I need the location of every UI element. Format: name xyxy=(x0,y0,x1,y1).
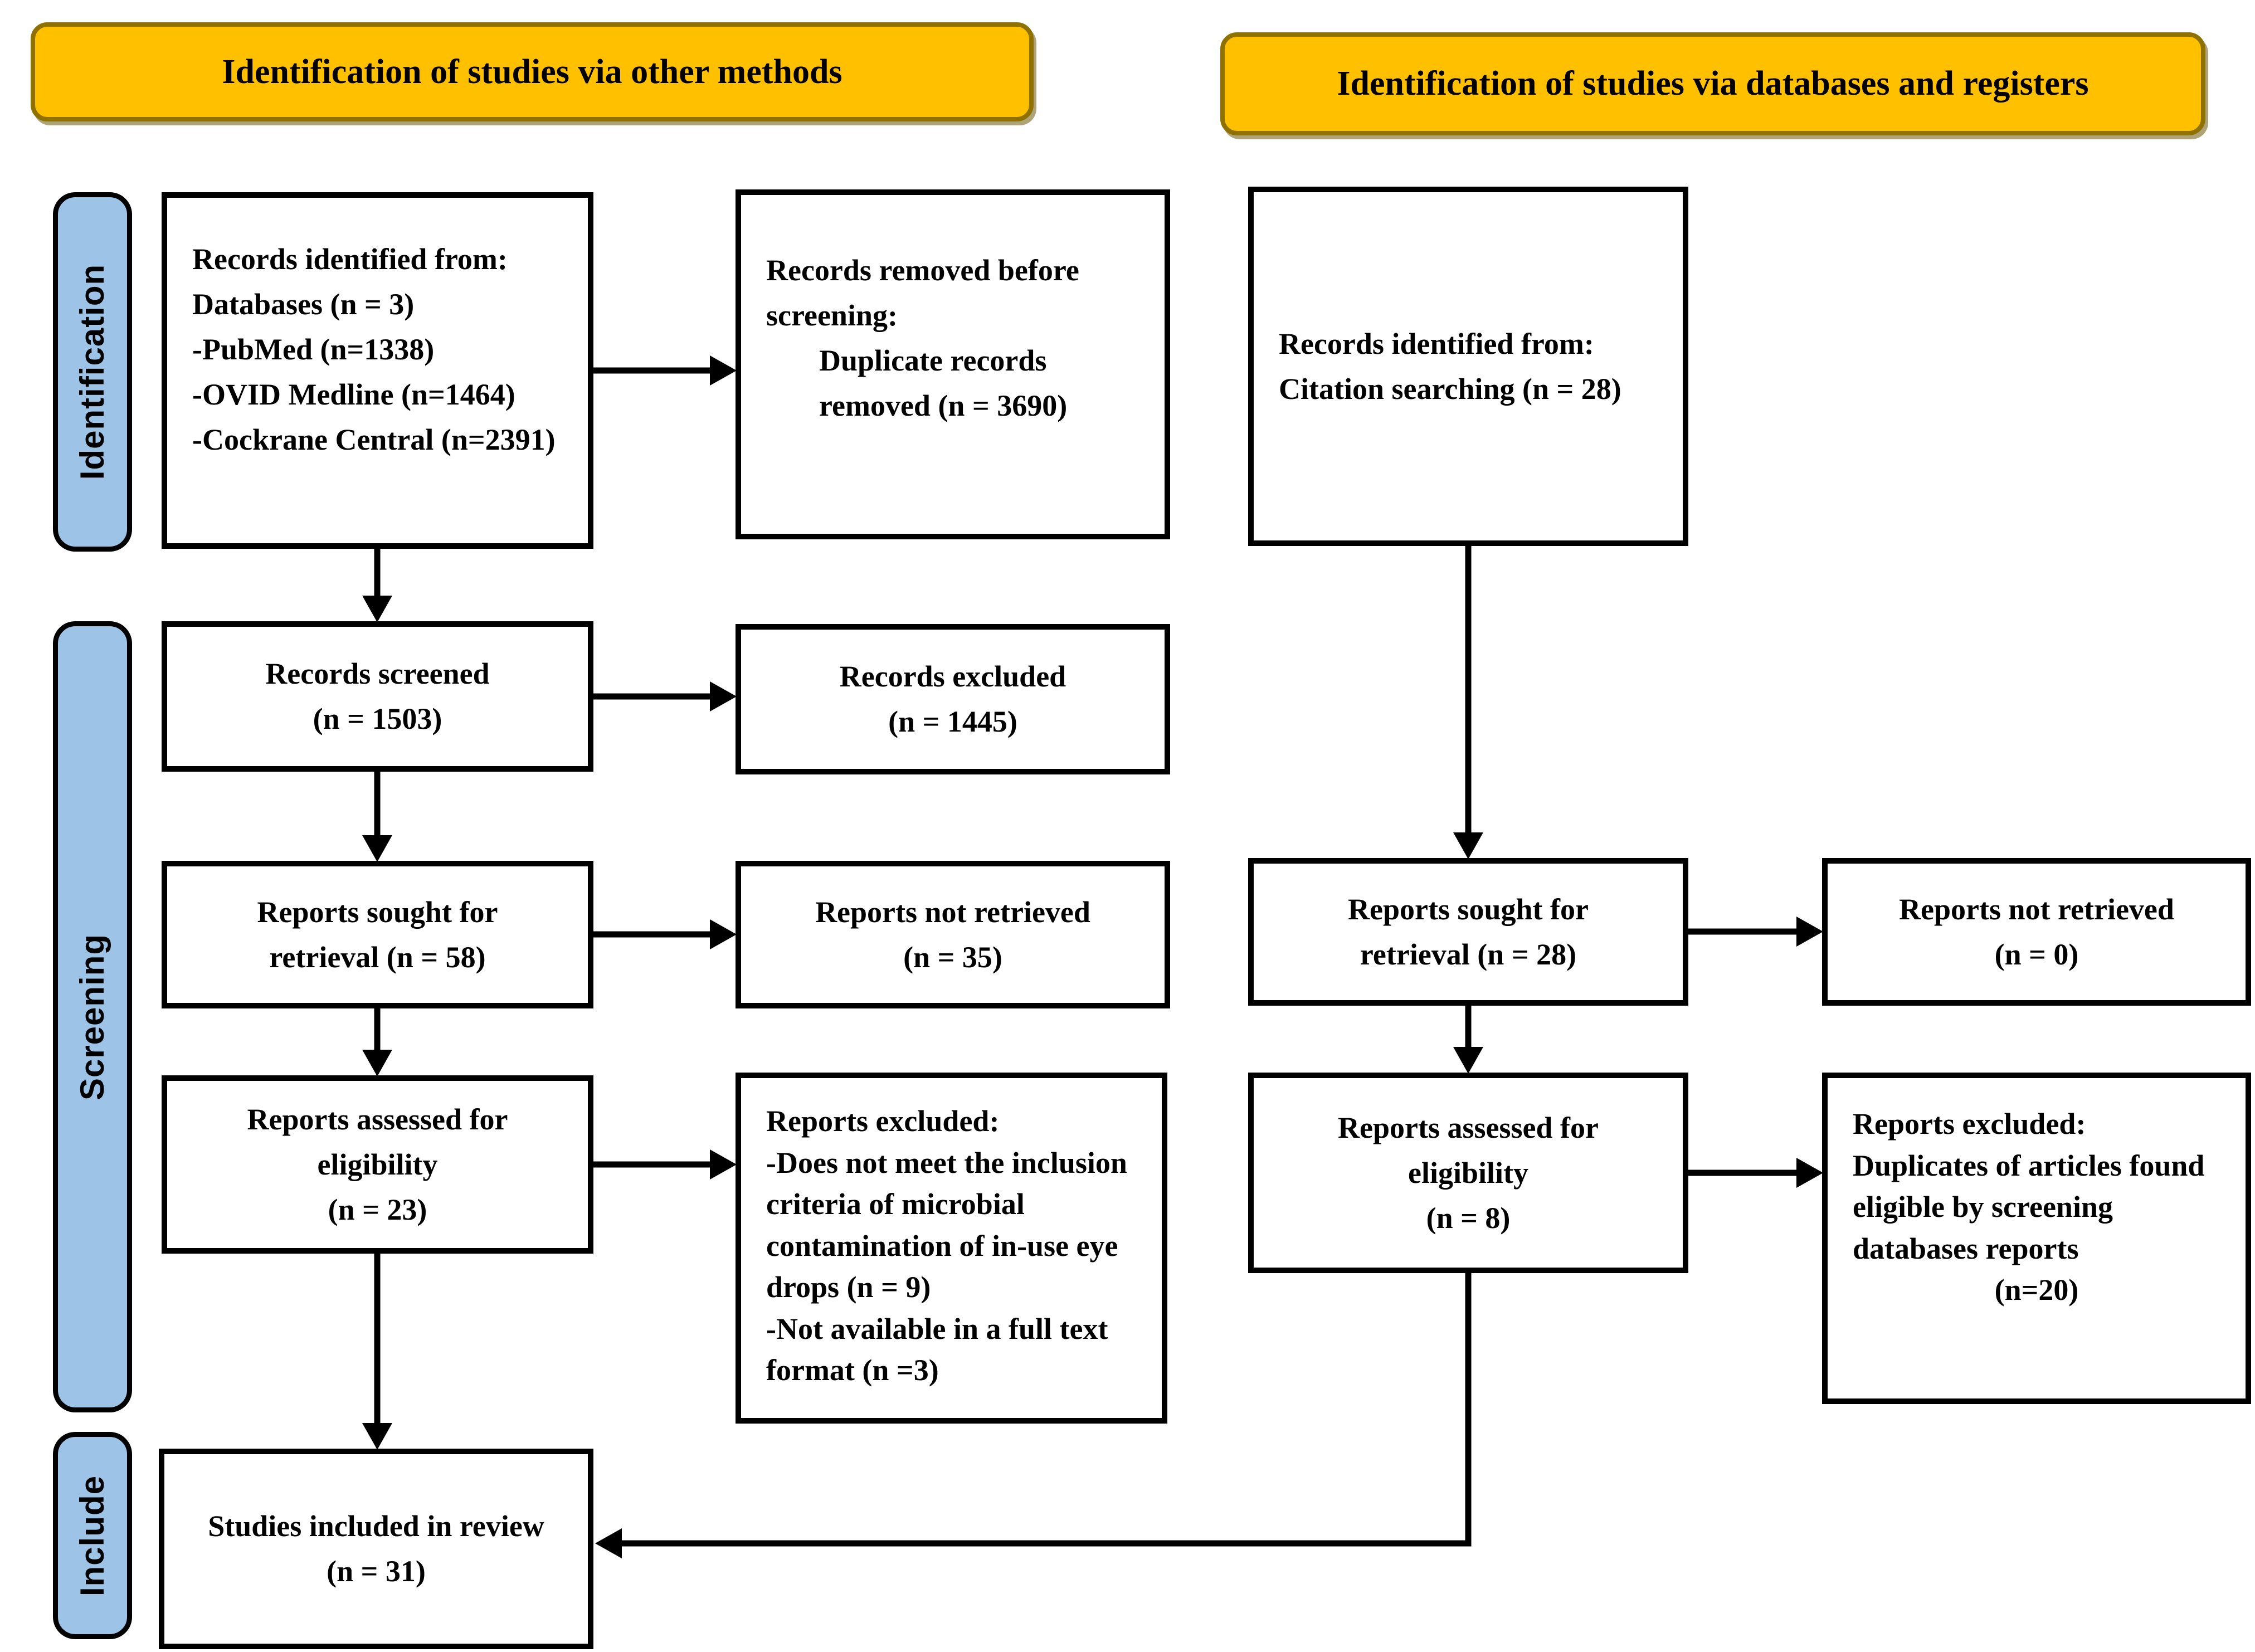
box-line: Duplicate records removed (n = 3690) xyxy=(819,344,1068,422)
box-line: (n = 35) xyxy=(903,940,1002,974)
box-line: Reports excluded: xyxy=(766,1104,1000,1138)
arrow-records-identified-to-removed xyxy=(593,355,737,386)
stage-screening-label: Screening xyxy=(74,933,111,1100)
box-line: Records identified from: xyxy=(1279,326,1594,360)
header-databases-registers-label: Identification of studies via databases … xyxy=(1337,65,2089,103)
box-line: (n = 23) xyxy=(328,1192,427,1226)
box-line: Reports sought for xyxy=(1348,892,1589,926)
box-reports-assessed-cit: Reports assessed for eligibility (n = 8) xyxy=(1248,1073,1688,1273)
box-line: Reports excluded: xyxy=(1853,1107,2086,1141)
box-line: (n = 0) xyxy=(1994,937,2079,971)
arrow-screened-to-excluded xyxy=(593,681,737,712)
box-reports-sought-cit: Reports sought for retrieval (n = 28) xyxy=(1248,858,1688,1006)
box-line: (n = 1445) xyxy=(888,705,1017,738)
stage-include: Include xyxy=(53,1432,132,1639)
arrow-citation-to-sought xyxy=(1453,546,1483,859)
box-line: -Does not meet the inclusion criteria of… xyxy=(766,1146,1127,1304)
box-records-removed: Records removed before screening: Duplic… xyxy=(736,189,1170,539)
box-line: Records removed before screening: xyxy=(766,254,1079,332)
box-line: (n = 8) xyxy=(1426,1201,1511,1235)
box-line: -Not available in a full text format (n … xyxy=(766,1312,1108,1387)
arrow-citation-sought-to-assessed xyxy=(1453,1006,1483,1074)
arrow-assessed-to-included xyxy=(362,1254,392,1450)
box-line: (n = 31) xyxy=(327,1554,426,1588)
box-records-screened: Records screened (n = 1503) xyxy=(162,621,593,772)
box-line: Duplicates of articles found eligible by… xyxy=(1853,1148,2205,1265)
arrow-assessed-to-excluded xyxy=(593,1149,737,1180)
arrow-citation-assessed-to-excluded xyxy=(1688,1158,1823,1188)
box-reports-excluded-db: Reports excluded: -Does not meet the inc… xyxy=(736,1073,1167,1424)
stage-identification: Identification xyxy=(53,192,132,552)
arrow-screened-to-sought xyxy=(362,772,392,862)
box-line: Reports not retrieved xyxy=(1899,892,2174,926)
box-line: Reports assessed for xyxy=(247,1102,508,1136)
box-line: Records excluded xyxy=(839,660,1066,693)
box-reports-sought-db: Reports sought for retrieval (n = 58) xyxy=(162,861,593,1008)
box-line: Records screened xyxy=(265,657,490,690)
header-databases-registers: Identification of studies via databases … xyxy=(1220,32,2205,135)
box-reports-not-retrieved-db: Reports not retrieved (n = 35) xyxy=(736,861,1170,1008)
box-line: eligibility xyxy=(1408,1156,1528,1190)
stage-identification-label: Identification xyxy=(74,264,111,480)
box-line: -Cockrane Central (n=2391) xyxy=(192,423,556,456)
box-line: Citation searching (n = 28) xyxy=(1279,372,1621,406)
box-reports-excluded-cit: Reports excluded: Duplicates of articles… xyxy=(1822,1073,2251,1404)
header-other-methods: Identification of studies via other meth… xyxy=(31,22,1034,121)
box-line: -OVID Medline (n=1464) xyxy=(192,378,515,411)
box-records-excluded: Records excluded (n = 1445) xyxy=(736,624,1170,774)
box-line: -PubMed (n=1338) xyxy=(192,333,435,366)
stage-screening: Screening xyxy=(53,621,132,1412)
box-line: Records identified from: xyxy=(192,242,508,276)
box-line: Databases (n = 3) xyxy=(192,287,415,321)
box-reports-not-retrieved-cit: Reports not retrieved (n = 0) xyxy=(1822,858,2251,1006)
box-line: (n = 1503) xyxy=(313,702,442,735)
box-line: eligibility xyxy=(317,1147,438,1181)
box-line: Reports sought for xyxy=(257,895,498,929)
arrow-citation-assessed-to-included xyxy=(595,1273,1472,1558)
box-line: (n=20) xyxy=(1994,1273,2079,1307)
box-records-identified: Records identified from: Databases (n = … xyxy=(162,192,593,549)
box-line: retrieval (n = 28) xyxy=(1360,937,1577,971)
arrow-citation-sought-to-not-retrieved xyxy=(1688,917,1823,947)
box-line: Reports assessed for xyxy=(1338,1110,1599,1144)
box-line: Studies included in review xyxy=(208,1509,544,1543)
arrow-sought-to-not-retrieved xyxy=(593,919,737,949)
header-other-methods-label: Identification of studies via other meth… xyxy=(222,52,842,91)
arrow-records-identified-to-screened xyxy=(362,549,392,622)
box-studies-included: Studies included in review (n = 31) xyxy=(159,1449,593,1649)
box-line: Reports not retrieved xyxy=(815,895,1090,929)
box-line: retrieval (n = 58) xyxy=(269,940,486,974)
box-reports-assessed-db: Reports assessed for eligibility (n = 23… xyxy=(162,1075,593,1254)
stage-include-label: Include xyxy=(74,1475,111,1596)
box-citation-records: Records identified from: Citation search… xyxy=(1248,187,1688,546)
arrow-sought-to-assessed xyxy=(362,1008,392,1076)
